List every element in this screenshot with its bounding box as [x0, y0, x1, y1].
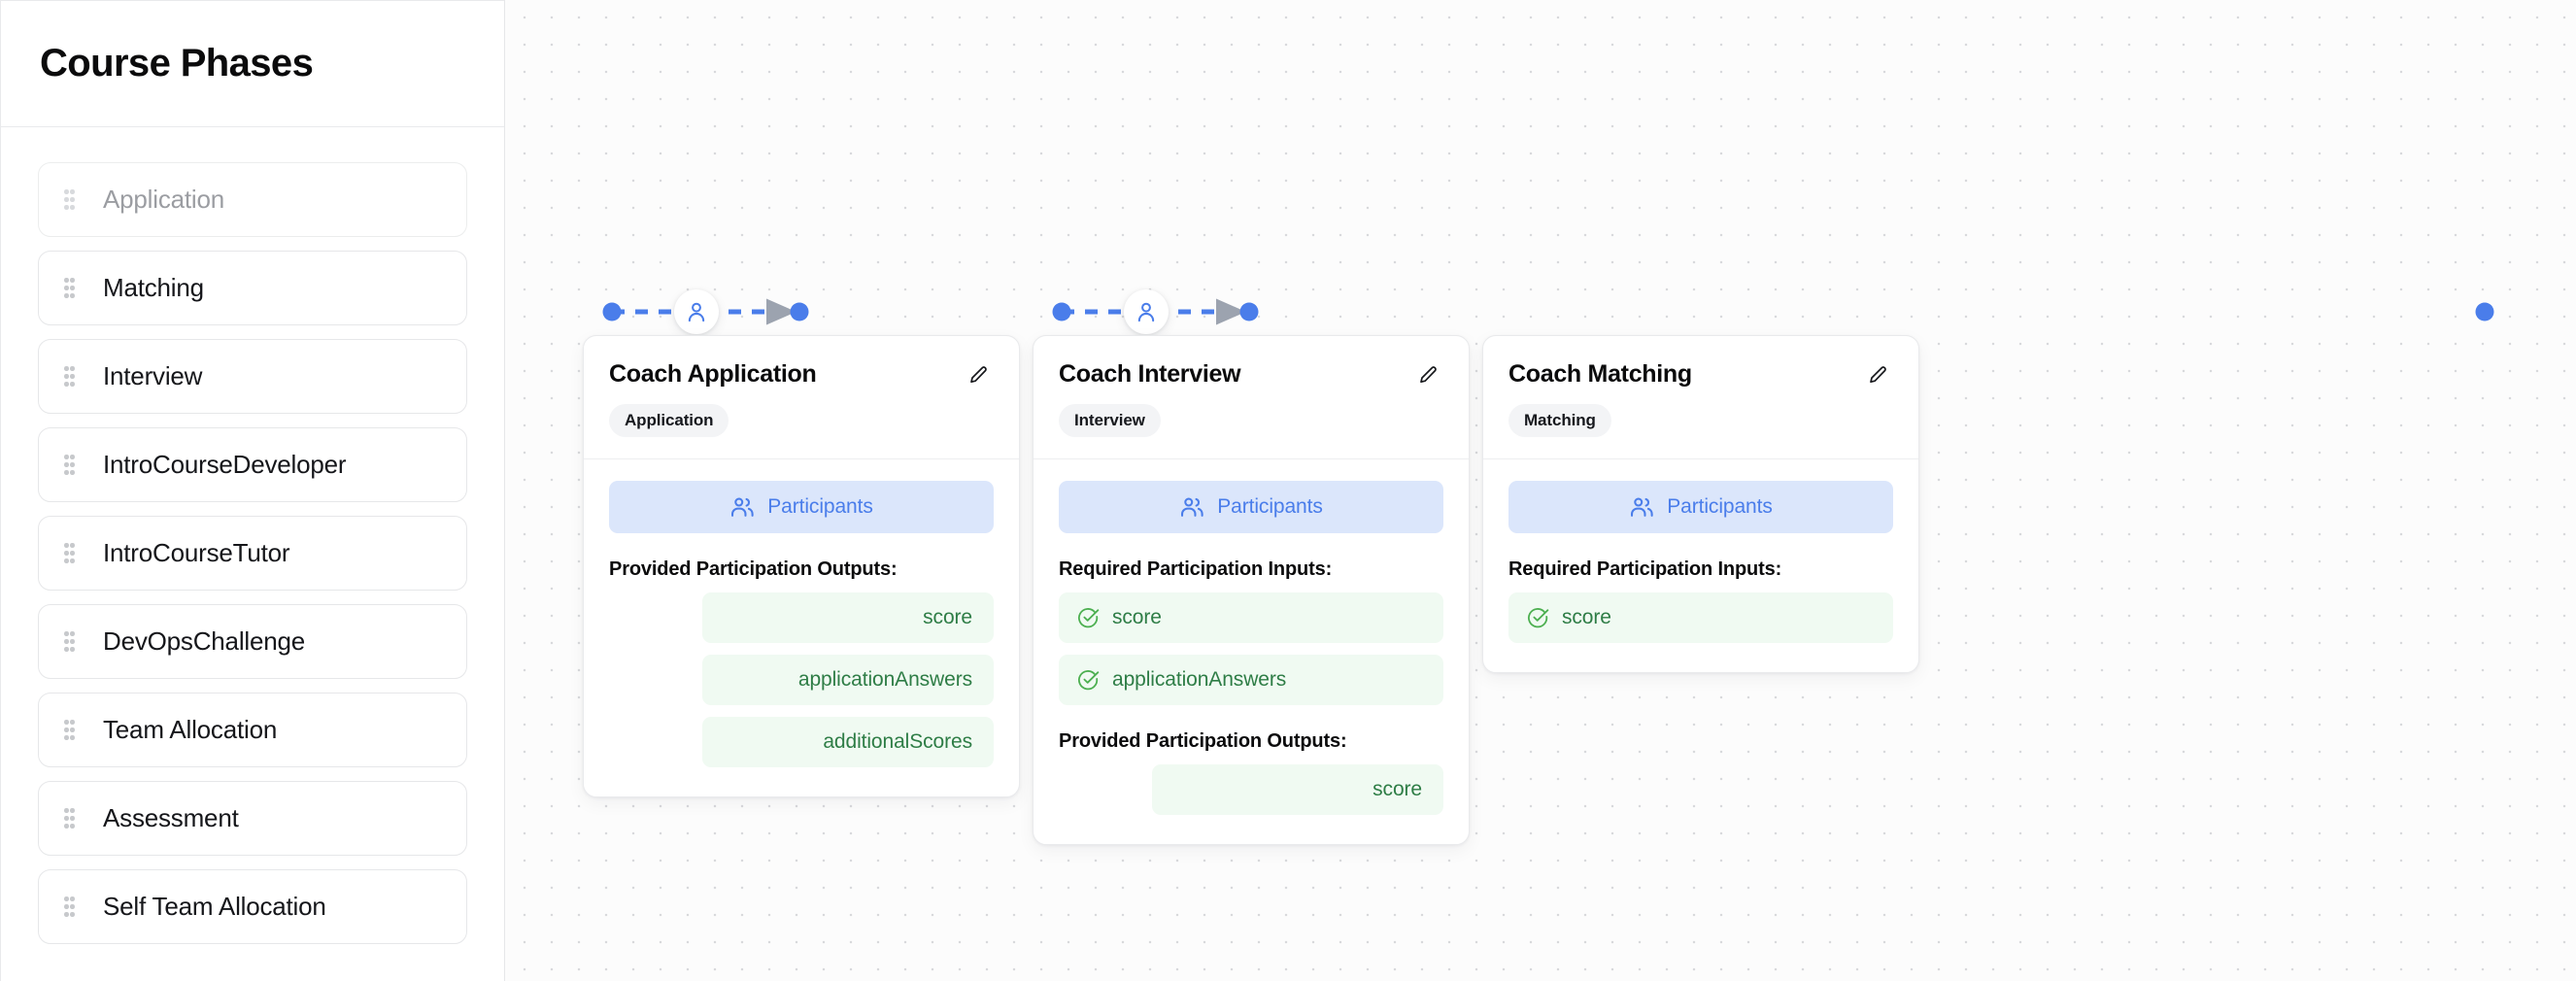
participants-button[interactable]: Participants [1059, 481, 1443, 533]
people-icon [1179, 494, 1204, 520]
drag-handle-icon[interactable] [64, 629, 82, 655]
io-pill-label: additionalScores [823, 730, 972, 753]
sidebar-item-label: Interview [103, 361, 203, 390]
pencil-icon [1417, 362, 1441, 386]
required-input-pill[interactable]: score [1059, 592, 1443, 643]
drag-handle-icon[interactable] [64, 895, 82, 920]
node-header: Coach Interview Interview [1034, 336, 1469, 459]
sidebar-item-introcoursedeveloper[interactable]: IntroCourseDeveloper [38, 427, 467, 502]
required-input-pill[interactable]: score [1508, 592, 1893, 643]
node-header: Coach Matching Matching [1483, 336, 1918, 459]
io-pill-label: applicationAnswers [1112, 668, 1287, 691]
sidebar-item-introcoursetutor[interactable]: IntroCourseTutor [38, 516, 467, 591]
provided-output-pill[interactable]: score [1152, 764, 1443, 815]
edit-node-button[interactable] [1864, 359, 1893, 389]
node-title-row: Coach Interview [1059, 359, 1443, 389]
sidebar-item-matching[interactable]: Matching [38, 251, 467, 325]
node-body: Participants Required Participation Inpu… [1034, 459, 1469, 844]
required-input-pill[interactable]: applicationAnswers [1059, 655, 1443, 705]
drag-handle-icon[interactable] [64, 187, 82, 213]
section-label: Required Participation Inputs: [1508, 558, 1782, 580]
node-title: Coach Application [609, 359, 817, 388]
flow-canvas[interactable]: Coach Application Application Participan… [505, 0, 2576, 981]
pencil-icon [967, 362, 991, 386]
io-pill-label: applicationAnswers [797, 668, 972, 691]
node-header: Coach Application Application [584, 336, 1019, 459]
sidebar-item-devopschallenge[interactable]: DevOpsChallenge [38, 604, 467, 679]
status-badge: Matching [1508, 404, 1611, 437]
io-pill-label: score [923, 606, 972, 628]
sidebar-header: Course Phases [0, 0, 504, 127]
drag-handle-icon[interactable] [64, 718, 82, 743]
sidebar-item-label: Matching [103, 273, 204, 302]
status-badge: Interview [1059, 404, 1161, 437]
drag-handle-icon[interactable] [64, 364, 82, 389]
provided-output-pill[interactable]: additionalScores [702, 717, 994, 767]
sidebar-item-label: Team Allocation [103, 715, 278, 744]
io-pill-label: score [1112, 606, 1162, 628]
drag-handle-icon[interactable] [64, 541, 82, 566]
sidebar-item-application[interactable]: Application [38, 162, 467, 237]
edge-badge-person-app-to-interview [674, 289, 719, 334]
section-label: Provided Participation Outputs: [609, 558, 898, 580]
sidebar-item-team-allocation[interactable]: Team Allocation [38, 693, 467, 767]
participants-button[interactable]: Participants [609, 481, 994, 533]
handle-matching-participants-output [2475, 302, 2494, 321]
check-circle-icon [1526, 606, 1549, 629]
drag-handle-icon[interactable] [64, 276, 82, 301]
node-title: Coach Matching [1508, 359, 1692, 388]
node-card-coach-interview[interactable]: Coach Interview Interview Participants R… [1033, 335, 1470, 845]
participants-label: Participants [1667, 495, 1773, 518]
section-label: Provided Participation Outputs: [1059, 730, 1347, 752]
sidebar-item-interview[interactable]: Interview [38, 339, 467, 414]
provided-output-pill[interactable]: score [702, 592, 994, 643]
status-badge: Application [609, 404, 729, 437]
sidebar-item-self-team-allocation[interactable]: Self Team Allocation [38, 869, 467, 944]
edge-badge-person-interview-to-matching [1124, 289, 1169, 334]
drag-handle-icon[interactable] [64, 453, 82, 478]
people-icon [729, 494, 755, 520]
io-pill-label: score [1562, 606, 1611, 628]
person-icon [684, 299, 709, 324]
sidebar-item-label: DevOpsChallenge [103, 626, 306, 656]
provided-output-pill[interactable]: applicationAnswers [702, 655, 994, 705]
sidebar-item-label: IntroCourseDeveloper [103, 450, 347, 479]
check-circle-icon [1076, 668, 1100, 692]
sidebar-item-label: IntroCourseTutor [103, 538, 290, 567]
participants-label: Participants [1217, 495, 1323, 518]
pencil-icon [1867, 362, 1890, 386]
check-circle-icon [1076, 606, 1100, 629]
node-title-row: Coach Application [609, 359, 994, 389]
node-body: Participants Provided Participation Outp… [584, 459, 1019, 796]
participants-button[interactable]: Participants [1508, 481, 1893, 533]
sidebar-item-label: Application [103, 185, 224, 214]
people-icon [1629, 494, 1654, 520]
node-body: Participants Required Participation Inpu… [1483, 459, 1918, 672]
node-card-coach-application[interactable]: Coach Application Application Participan… [583, 335, 1020, 797]
sidebar-item-assessment[interactable]: Assessment [38, 781, 467, 856]
section-label: Required Participation Inputs: [1059, 558, 1333, 580]
node-title-row: Coach Matching [1508, 359, 1893, 389]
io-pill-label: score [1373, 778, 1422, 800]
sidebar-item-label: Assessment [103, 803, 239, 832]
node-title: Coach Interview [1059, 359, 1241, 388]
edit-node-button[interactable] [965, 359, 994, 389]
node-card-coach-matching[interactable]: Coach Matching Matching Participants Req… [1482, 335, 1919, 673]
participants-label: Participants [767, 495, 873, 518]
page-title: Course Phases [40, 42, 314, 85]
drag-handle-icon[interactable] [64, 806, 82, 831]
person-icon [1134, 299, 1159, 324]
sidebar-item-label: Self Team Allocation [103, 892, 326, 921]
edit-node-button[interactable] [1414, 359, 1443, 389]
